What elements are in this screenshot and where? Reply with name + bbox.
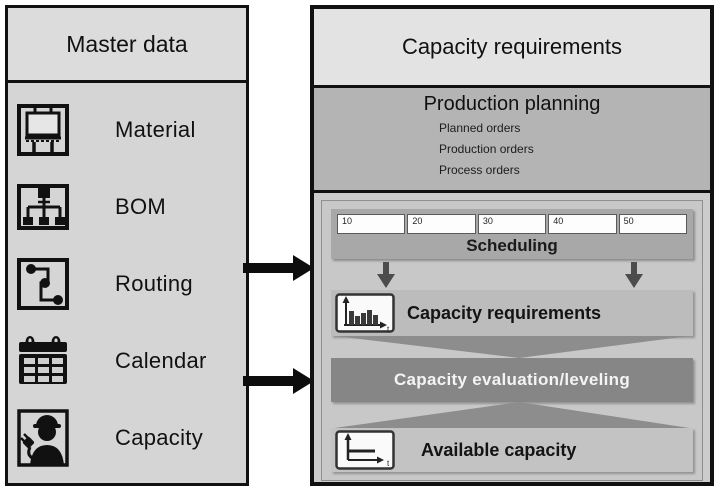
- worker-plug-icon: [17, 408, 69, 467]
- capacity-histogram-icon: t: [335, 293, 395, 333]
- master-data-list: Material: [8, 83, 246, 476]
- capacity-flow-area: 10 20 30 40 50 Scheduling: [321, 200, 703, 481]
- master-to-capacity-arrow-top: [243, 255, 316, 281]
- master-data-row-calendar: Calendar: [8, 322, 246, 399]
- production-planning-title: Production planning: [423, 93, 601, 115]
- master-data-panel: Master data Material: [5, 5, 249, 486]
- master-data-title: Master data: [8, 8, 246, 83]
- time-axis-label: t: [387, 325, 390, 333]
- operation-box-10: 10: [337, 214, 406, 234]
- list-item-planned-orders: Planned orders: [439, 121, 521, 135]
- master-data-label-bom: BOM: [115, 193, 167, 219]
- arrow-head-icon: [293, 255, 314, 281]
- calendar-icon: [17, 335, 69, 386]
- scheduling-label: Scheduling: [466, 236, 558, 255]
- master-data-label-material: Material: [115, 116, 196, 142]
- arrow-shaft: [243, 263, 293, 273]
- operation-box-20: 20: [407, 214, 476, 234]
- capacity-requirements-bar: t Capacity requirements: [331, 290, 693, 336]
- capacity-requirements-bar-label: Capacity requirements: [407, 302, 602, 323]
- arrow-shaft: [243, 376, 293, 386]
- master-data-row-routing: Routing: [8, 245, 246, 322]
- down-arrow-icon: [625, 262, 643, 288]
- capacity-requirements-title: Capacity requirements: [314, 9, 710, 88]
- capacity-requirements-panel: Capacity requirements Production plannin…: [310, 5, 714, 486]
- master-data-row-capacity: Capacity: [8, 399, 246, 476]
- operation-box-30: 30: [477, 214, 547, 234]
- capacity-evaluation-box: Capacity evaluation/leveling: [331, 358, 693, 402]
- available-capacity-bar-label: Available capacity: [421, 439, 577, 460]
- funnel-down-shape: [334, 336, 690, 358]
- time-axis-label: t: [387, 459, 390, 468]
- bom-hierarchy-icon: [17, 183, 69, 230]
- arrow-head-icon: [293, 368, 314, 394]
- funnel-expand-shape: [334, 402, 690, 428]
- routing-path-icon: [17, 257, 69, 310]
- master-data-label-routing: Routing: [115, 270, 193, 296]
- operation-row: 10 20 30 40 50: [337, 214, 688, 234]
- list-item-process-orders: Process orders: [439, 163, 520, 177]
- scheduling-band: 10 20 30 40 50 Scheduling: [331, 209, 693, 259]
- list-item-production-orders: Production orders: [439, 142, 534, 156]
- available-capacity-bar: t Available capacity: [331, 428, 693, 472]
- production-planning-box: Production planning Planned orders Produ…: [314, 88, 710, 193]
- operation-box-50: 50: [618, 214, 688, 234]
- master-data-label-calendar: Calendar: [115, 347, 207, 373]
- available-capacity-axes-icon: t: [335, 430, 395, 470]
- master-data-label-capacity: Capacity: [115, 424, 203, 450]
- production-planning-list: Planned orders Production orders Process…: [439, 118, 710, 181]
- master-to-capacity-arrow-bottom: [243, 368, 316, 394]
- master-data-row-material: Material: [8, 91, 246, 168]
- down-arrow-icon: [377, 262, 395, 288]
- down-arrow-row: [331, 262, 693, 288]
- operation-box-40: 40: [548, 214, 617, 234]
- blackboard-icon: [17, 103, 69, 156]
- master-data-row-bom: BOM: [8, 168, 246, 245]
